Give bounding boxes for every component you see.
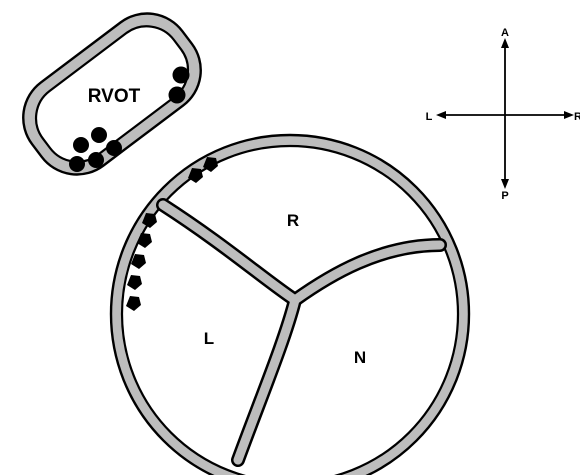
compass-left: L (426, 111, 433, 123)
compass-right: R (574, 111, 580, 123)
compass-posterior: P (501, 190, 508, 202)
rvot-marker (73, 137, 89, 153)
cusp-label-right: R (287, 211, 299, 230)
rvot-marker (106, 140, 122, 156)
arrow-up-icon (501, 38, 509, 48)
rvot-marker (88, 152, 104, 168)
rvot-marker (169, 87, 186, 104)
arrow-right-icon (564, 111, 574, 119)
rvot-marker (69, 156, 85, 172)
rvot-marker (173, 67, 190, 84)
compass-anterior: A (501, 27, 509, 39)
orientation-compass (436, 38, 574, 189)
rvot-marker (91, 127, 107, 143)
arrow-left-icon (436, 111, 446, 119)
rvot-label: RVOT (88, 86, 141, 107)
cusp-label-noncoronary: N (354, 348, 366, 367)
cusp-label-left: L (204, 329, 214, 348)
arrow-down-icon (501, 179, 509, 189)
